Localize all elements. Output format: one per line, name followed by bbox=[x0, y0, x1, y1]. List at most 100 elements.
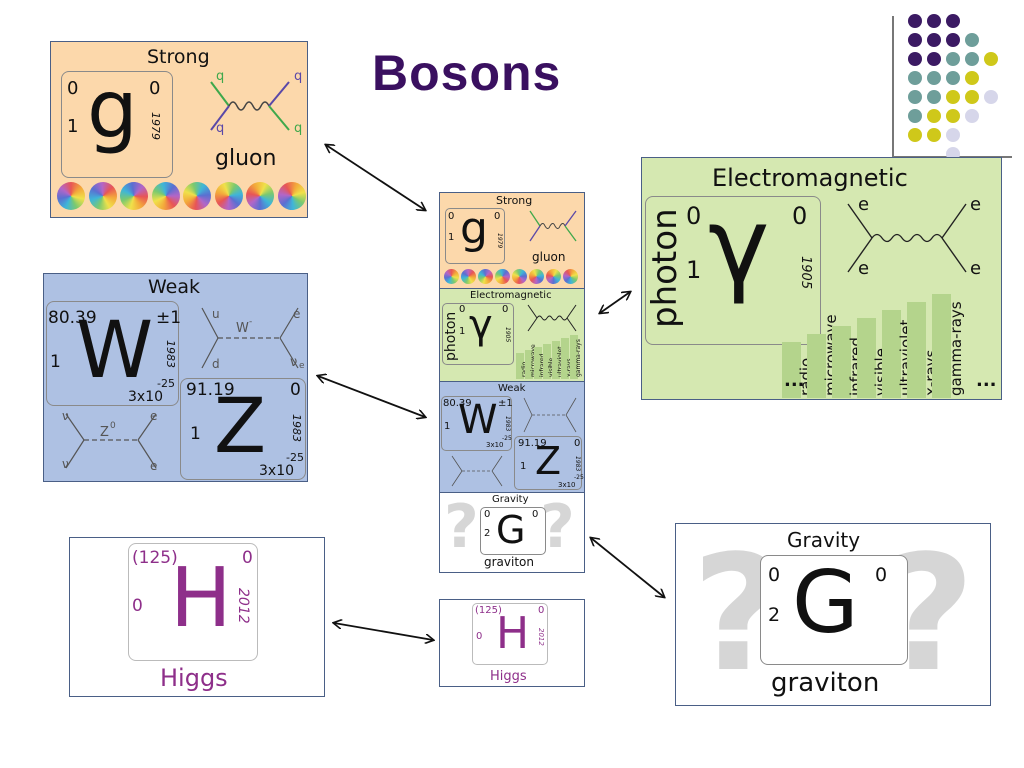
decorative-dot bbox=[965, 52, 979, 66]
w-lifetime: 3x10 bbox=[128, 390, 163, 404]
higgs-charge: 0 bbox=[242, 548, 253, 568]
decorative-dot bbox=[927, 109, 941, 123]
gravity-mini-mass: 0 bbox=[484, 509, 491, 520]
decorative-dot bbox=[946, 90, 960, 104]
strong-feynman-diagram bbox=[210, 81, 290, 131]
gravity-mini-symbol: G bbox=[496, 508, 526, 552]
em-mini-charge: 0 bbox=[502, 304, 509, 315]
em-electron-tr: e bbox=[970, 194, 982, 215]
decorative-dot bbox=[908, 109, 922, 123]
weak-mini-heading: Weak bbox=[498, 383, 526, 394]
decorative-dot bbox=[927, 14, 941, 28]
weak-heading: Weak bbox=[148, 276, 201, 298]
z-lifetime-base: 3x10 bbox=[259, 463, 295, 479]
decorative-dot bbox=[927, 52, 941, 66]
higgs-mini-mass: (125) bbox=[475, 605, 502, 616]
weak-card-large: Weak 80.39 ±1 1 W 1983 3x10 -25 u d W - … bbox=[43, 273, 308, 482]
z-diagram-z: Z bbox=[100, 425, 109, 440]
w-mini-lifetime-exponent: -25 bbox=[502, 435, 512, 442]
strong-mini-name: gluon bbox=[532, 250, 566, 264]
z-mass: 91.19 bbox=[186, 380, 235, 400]
z-mini-mass: 91.19 bbox=[518, 438, 547, 449]
decorative-dot bbox=[946, 71, 960, 85]
decorative-dot bbox=[946, 14, 960, 28]
em-spectrum-band: microwave bbox=[525, 344, 537, 379]
em-spectrum-band: infrared bbox=[534, 347, 546, 379]
em-electron-bl: e bbox=[858, 258, 870, 279]
gravity-mini-symbol-box bbox=[480, 507, 546, 555]
decorative-dot bbox=[965, 71, 979, 85]
w-diagram-w: W bbox=[236, 321, 249, 336]
w-symbol: W bbox=[76, 306, 154, 396]
z-charge: 0 bbox=[290, 380, 301, 400]
w-diagram-nu-sub: e bbox=[299, 361, 305, 371]
em-spectrum-band: microwave bbox=[807, 314, 840, 398]
gravity-mini-spin: 2 bbox=[484, 528, 491, 539]
electromagnetic-card-large: Electromagnetic photon 0 0 1 γ 1905 e e … bbox=[641, 157, 1002, 400]
weak-card-mini: Weak 80.39 ±1 1 W 1983 3x10 -25 91.19 0 … bbox=[440, 382, 584, 493]
decorative-dot bbox=[927, 90, 941, 104]
decorative-dot bbox=[946, 109, 960, 123]
w-mass: 80.39 bbox=[48, 308, 97, 328]
em-electron-tl: e bbox=[858, 194, 870, 215]
strong-mini-charge: 0 bbox=[494, 211, 501, 222]
decorative-dot bbox=[908, 71, 922, 85]
w-lifetime-base: 3x10 bbox=[128, 389, 164, 405]
decorative-dot bbox=[946, 52, 960, 66]
em-spectrum-band: x-rays bbox=[561, 338, 573, 379]
z-mini-lifetime-exponent: -25 bbox=[574, 474, 584, 481]
arrow-strong bbox=[326, 145, 425, 210]
em-mini-feynman-diagram bbox=[527, 304, 577, 332]
em-ellipsis-right: ... bbox=[976, 370, 997, 391]
higgs-mini-symbol: H bbox=[496, 608, 530, 659]
higgs-name: Higgs bbox=[160, 664, 228, 692]
higgs-symbol-box bbox=[128, 543, 258, 661]
z-lifetime-exponent: -25 bbox=[286, 451, 304, 464]
gravity-spin: 2 bbox=[768, 604, 781, 626]
decorative-dot bbox=[908, 14, 922, 28]
z-mini-spin: 1 bbox=[520, 461, 527, 472]
gravity-name: graviton bbox=[771, 668, 880, 698]
decorative-dot bbox=[927, 33, 941, 47]
z-symbol: Z bbox=[214, 381, 267, 470]
strong-mini-color-wheels bbox=[444, 265, 582, 288]
strong-quark-label-br: q bbox=[294, 121, 303, 136]
decorative-dot bbox=[927, 71, 941, 85]
w-diagram-w-sup: - bbox=[249, 317, 253, 327]
z-mini-symbol: Z bbox=[535, 439, 562, 483]
strong-mini-feynman-diagram bbox=[529, 210, 577, 242]
em-feynman-diagram bbox=[847, 203, 967, 273]
em-spectrum-band: radio bbox=[782, 342, 815, 398]
higgs-mass: (125) bbox=[132, 548, 178, 568]
strong-card-mini: Strong 0 0 1 g 1979 gluon bbox=[440, 193, 584, 289]
electromagnetic-card-mini: Electromagnetic photon 0 0 1 γ 1905 radi… bbox=[440, 289, 584, 382]
z-diagram-nu-bottom: ν bbox=[62, 457, 69, 471]
em-mini-spectrum: radiomicrowaveinfraredvisibleultraviolet… bbox=[516, 333, 584, 379]
strong-mass: 0 bbox=[67, 78, 79, 99]
strong-quark-label-bl: q bbox=[216, 121, 225, 136]
em-ellipsis-left: ... bbox=[784, 370, 805, 391]
w-mini-spin: 1 bbox=[444, 421, 451, 432]
w-spin: 1 bbox=[50, 352, 61, 372]
w-mini-symbol-box bbox=[441, 396, 512, 451]
decorative-dot bbox=[984, 52, 998, 66]
w-diagram-d: d bbox=[212, 357, 220, 371]
w-mini-charge: ±1 bbox=[498, 398, 513, 409]
w-symbol-box bbox=[46, 301, 179, 406]
strong-mini-symbol-box bbox=[445, 208, 505, 264]
decorative-dot bbox=[908, 33, 922, 47]
z-diagram-e-top: e bbox=[150, 409, 158, 423]
strong-quark-label-tr: q bbox=[294, 69, 303, 84]
strong-mini-symbol: g bbox=[460, 203, 488, 254]
arrow-weak bbox=[318, 376, 425, 417]
slide-title: Bosons bbox=[372, 45, 562, 101]
higgs-spin: 0 bbox=[132, 596, 143, 616]
weak-z-feynman-diagram bbox=[65, 413, 157, 469]
gravity-mini-charge: 0 bbox=[532, 509, 539, 520]
em-electron-br: e bbox=[970, 258, 982, 279]
decorative-dot bbox=[946, 33, 960, 47]
higgs-mini-charge: 0 bbox=[538, 605, 545, 616]
gravity-charge: 0 bbox=[875, 564, 888, 586]
w-diagram-e: e bbox=[293, 307, 301, 321]
